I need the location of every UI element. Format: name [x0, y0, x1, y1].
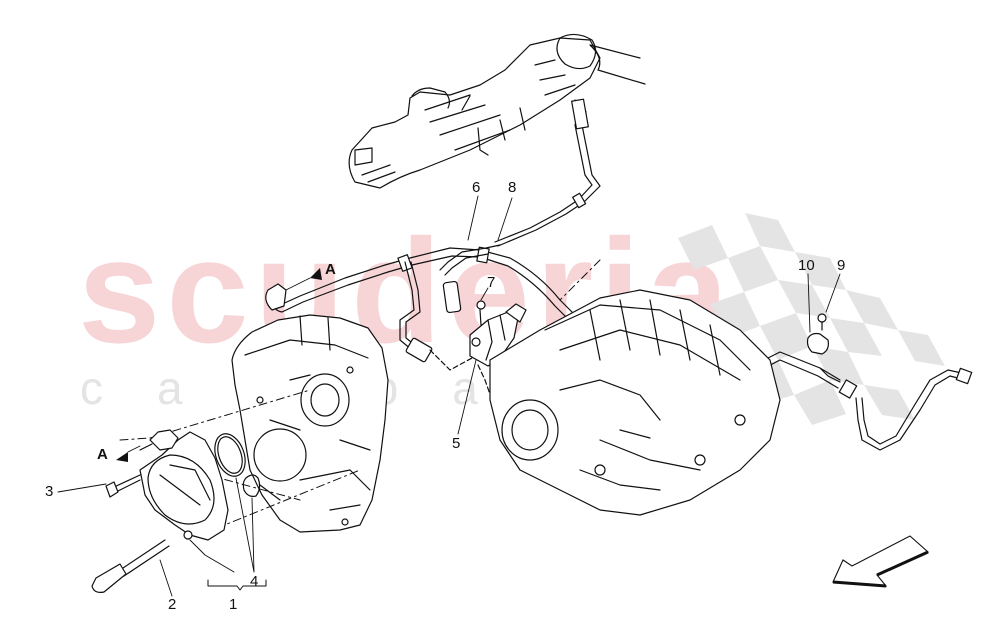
callout-8[interactable]: 8	[508, 179, 517, 196]
leader-lines	[57, 195, 841, 597]
clip-10	[806, 332, 829, 355]
callout-2[interactable]: 2	[168, 596, 177, 613]
bracket-1	[207, 579, 267, 591]
o-ring-4	[214, 433, 261, 497]
bolt-3	[105, 474, 141, 498]
marker-a-arrow-icon	[116, 452, 128, 462]
vacuum-hose-8	[439, 244, 501, 314]
turbocharger-assembly	[348, 33, 646, 247]
front-direction-arrow-icon	[832, 535, 929, 588]
callout-6[interactable]: 6	[472, 179, 481, 196]
callout-1[interactable]: 1	[229, 596, 238, 613]
callout-4[interactable]: 4	[250, 573, 259, 590]
callout-10[interactable]: 10	[798, 257, 815, 274]
callout-3[interactable]: 3	[45, 483, 54, 500]
section-marker-a-left: A	[97, 446, 108, 463]
callout-5[interactable]: 5	[452, 435, 461, 452]
stud-2	[91, 539, 170, 593]
hose-end-right	[819, 367, 973, 451]
section-marker-a-top: A	[325, 261, 336, 278]
callout-7[interactable]: 7	[487, 274, 496, 291]
vacuum-pump-1	[139, 429, 229, 541]
marker-a-arrow-icon	[310, 268, 322, 280]
callout-9[interactable]: 9	[837, 257, 846, 274]
connector-hose	[399, 261, 473, 371]
engine-timing-cover	[231, 314, 389, 533]
solenoid-valve-5	[469, 300, 527, 401]
screw-9	[817, 313, 827, 331]
intake-manifold	[489, 289, 781, 516]
